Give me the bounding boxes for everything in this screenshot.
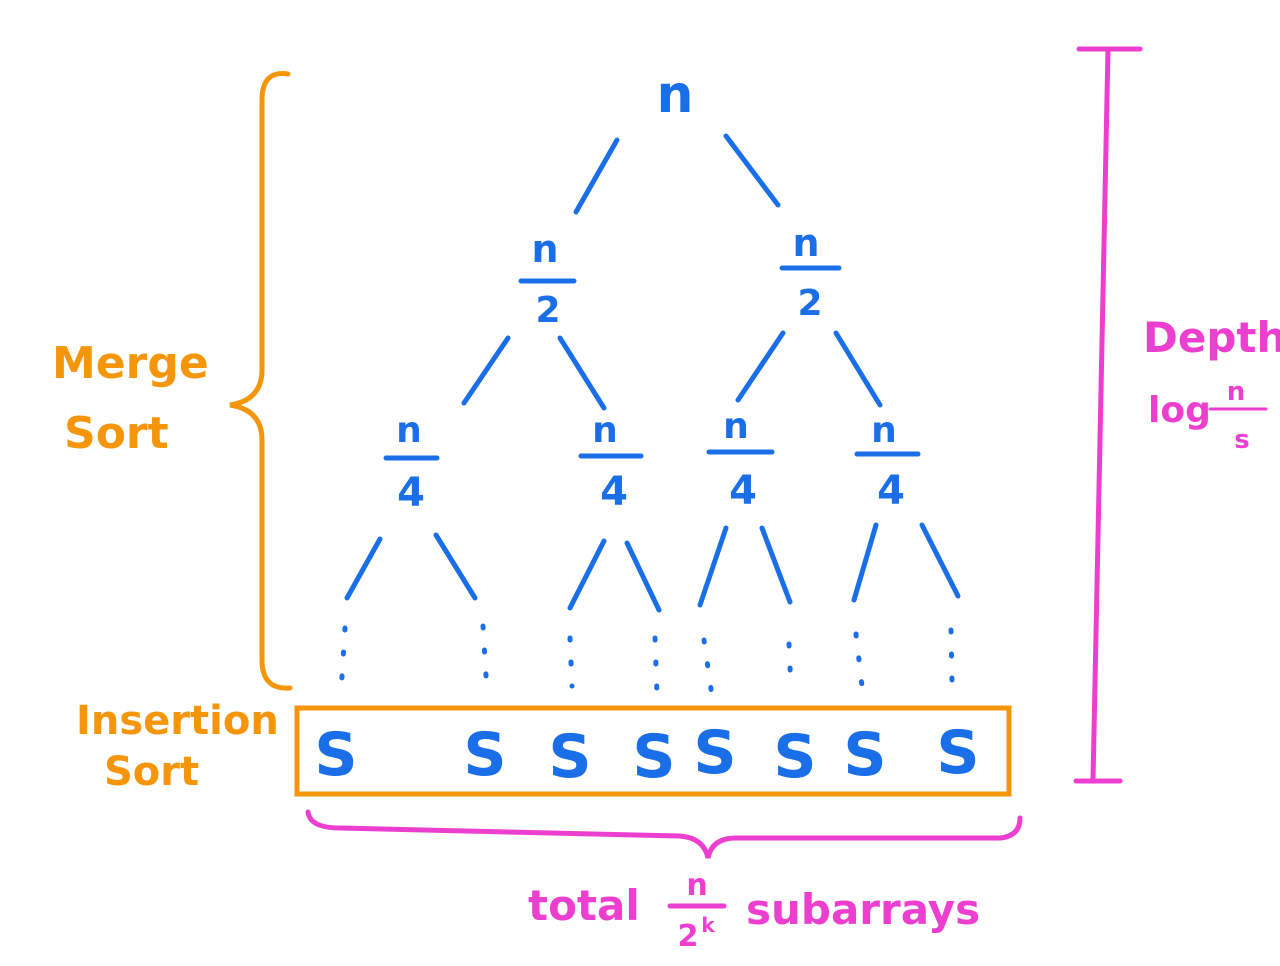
edge-l1a-left [461, 335, 511, 406]
subarrays-label: subarrays [746, 885, 980, 934]
depth-bar-stem [1090, 46, 1111, 784]
total-label: total [528, 881, 640, 930]
edge-l2-4-left [851, 522, 879, 603]
node-numerator: n [792, 221, 819, 265]
depth-numerator: n [1227, 377, 1246, 407]
dotted-continuation [948, 627, 955, 685]
dotted-continuation [567, 635, 575, 689]
node-numerator: n [723, 406, 749, 447]
dotted-continuation [786, 641, 794, 693]
leaf-s: S [773, 722, 816, 792]
node-denominator: 4 [397, 470, 425, 516]
leaf-s: S [693, 718, 736, 788]
node-n-over-4-4: n 4 [854, 410, 921, 514]
edge-l2-1-left [344, 536, 383, 601]
leaf-s: S [632, 722, 675, 792]
depth-denominator: s [1234, 425, 1249, 455]
edge-l1b-left [735, 330, 786, 403]
dotted-continuation [338, 625, 348, 695]
dotted-continuation [701, 637, 715, 699]
merge-sort-label-line2: Sort [64, 408, 169, 459]
node-numerator: n [592, 410, 618, 451]
node-n-over-4-3: n 4 [706, 406, 775, 514]
depth-log: log [1148, 390, 1211, 431]
dotted-continuation [652, 635, 660, 697]
depth-label: Depth [1143, 313, 1280, 362]
node-n-over-4-2: n 4 [578, 410, 644, 515]
edge-l2-3-right [759, 525, 793, 605]
insertion-sort-label-line1: Insertion [76, 698, 279, 744]
node-denominator: 2 [535, 290, 560, 331]
node-denominator: 4 [877, 468, 905, 514]
total-denominator-exponent: k [701, 913, 715, 937]
edge-root-right [723, 133, 781, 208]
edge-root-left [573, 137, 620, 215]
node-denominator: 4 [600, 469, 628, 515]
leaf-s: S [843, 720, 886, 790]
total-numerator: n [686, 868, 707, 903]
root-node-n: n [656, 65, 693, 125]
node-numerator: n [396, 410, 422, 451]
edge-l2-2-right [624, 540, 662, 613]
node-n-over-4-1: n 4 [383, 410, 440, 516]
edge-l1b-right [833, 330, 883, 408]
node-numerator: n [531, 227, 558, 271]
insertion-sort-box [294, 705, 1012, 797]
leaf-s: S [314, 720, 357, 790]
merge-sort-label-line1: Merge [52, 338, 209, 389]
dotted-continuation [853, 631, 865, 689]
leaf-s: S [548, 722, 591, 792]
node-n-over-2-right: n 2 [779, 221, 842, 324]
node-denominator: 2 [797, 283, 822, 324]
edge-l2-2-left [567, 538, 607, 611]
node-numerator: n [871, 410, 897, 451]
node-n-over-2-left: n 2 [518, 227, 577, 331]
edge-l2-1-right [433, 532, 478, 601]
depth-bar [1073, 46, 1143, 784]
merge-sort-brace [229, 71, 293, 691]
dotted-continuation [480, 623, 489, 679]
leaf-s: S [463, 720, 506, 790]
leaf-s: S [936, 718, 979, 788]
insertion-sort-label-line2: Sort [104, 749, 199, 795]
edge-l2-3-left [697, 525, 729, 608]
total-denominator-base: 2 [678, 919, 699, 954]
bottom-brace [305, 809, 1023, 859]
edge-l1a-right [557, 335, 607, 411]
node-denominator: 4 [729, 468, 757, 514]
edge-l2-4-right [919, 522, 961, 599]
